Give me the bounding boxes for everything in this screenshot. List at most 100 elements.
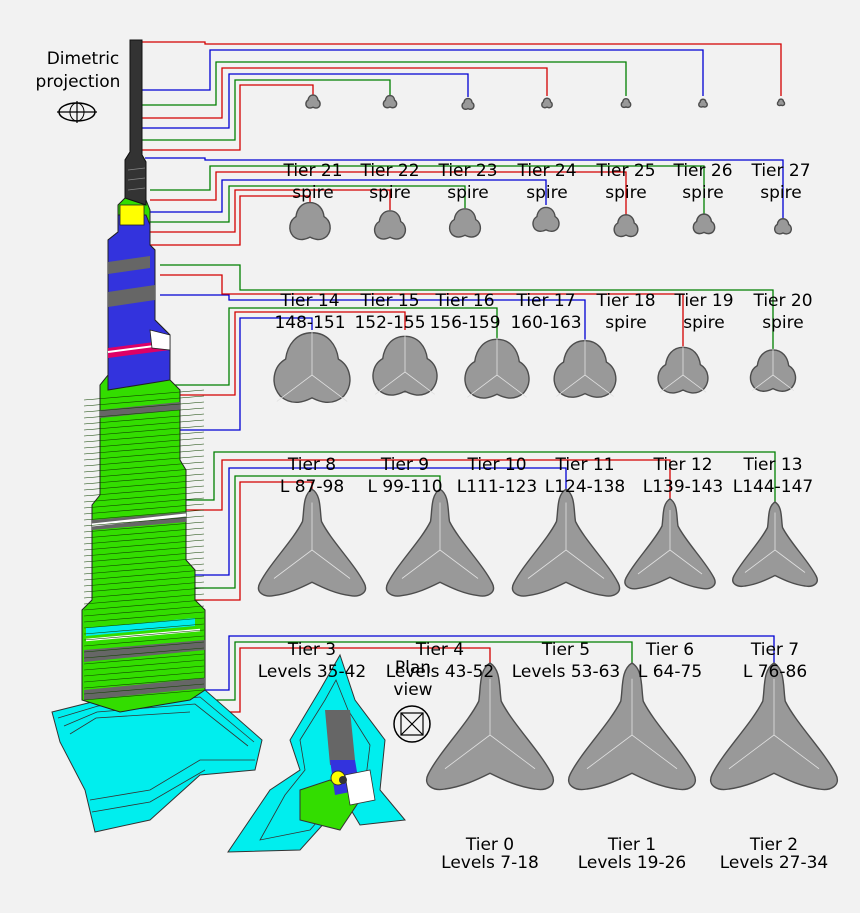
tier-6: Tier 6L 64-75 [624,497,716,682]
tower-floor-line [83,677,205,689]
tower-floor-line [83,491,205,503]
tower-floor-line [83,515,205,527]
tower-floor-line [83,545,205,557]
tier-23-range: spire [447,183,488,203]
tier-0-axes [444,678,536,770]
tower-floor-line [83,467,205,479]
tower-floor-line [83,563,205,575]
tier-17-range: 160-163 [510,313,581,333]
tier-11-range: L124-138 [545,477,626,497]
tier-10-range: L111-123 [457,477,538,497]
tower-floor-line [83,689,205,701]
tower-floor-line [83,629,205,641]
leader-line-tier-17 [150,179,547,213]
tower-floor-line [83,575,205,587]
tier-13-axes [751,348,795,391]
tower-floor-line [83,587,205,599]
plan-view-title-line-2: view [393,680,432,700]
tower-floor-line [83,653,205,665]
tier-3-name: Tier 3 [287,640,336,660]
tower-floor-line [83,647,205,659]
tier-24-name: Tier 24 [516,161,576,181]
tier-20-plan-shape [774,218,792,235]
tier-2-range: Levels 27-34 [720,853,829,873]
tier-10-name: Tier 10 [466,455,526,475]
leader-line-tier-13 [160,264,774,350]
tower-floor-line [83,407,205,419]
tier-11-name: Tier 11 [554,455,614,475]
tower-floor-line [83,671,205,683]
tower-floor-line [83,509,205,521]
tier-20-name: Tier 20 [752,291,812,311]
tower-floor-line [83,497,205,509]
tier-26-name: Tier 26 [672,161,732,181]
tier-9-axes [375,334,435,395]
tier-1-axes [586,678,678,770]
tower-floor-line [83,623,205,635]
tower-floor-line [83,485,205,497]
tier-23-name: Tier 23 [437,161,497,181]
tower-floor-line [83,455,205,467]
tier-5-axes [527,502,605,579]
tier-27-plan-shape [776,98,786,107]
tower-floor-line [83,617,205,629]
tier-7-axes [744,512,806,573]
leader-line-tier-2 [205,635,775,691]
tower-floor-line [83,395,205,407]
tower-floor-line [83,425,205,437]
leader-line-tier-10 [175,307,498,386]
tower-floor-line [83,389,205,401]
tier-14-plan-shape [289,201,331,241]
tier-3-axes [273,502,351,579]
tower-floor-line [83,473,205,485]
tier-18-name: Tier 18 [595,291,655,311]
tier-6-axes [637,509,703,575]
tier-17-name: Tier 17 [515,291,575,311]
leader-line-tier-16 [150,185,466,223]
tier-1-range: Levels 19-26 [578,853,687,873]
leader-line-tier-8 [175,317,313,431]
tower-floor-line [83,443,205,455]
tier-9-range: L 99-110 [367,477,442,497]
tower-floor-line [83,659,205,671]
tier-16-plan-shape [448,208,482,238]
leader-line-tier-22 [142,79,391,141]
tier-22-plan-shape [382,94,398,109]
leader-line-tier-24 [142,67,548,119]
tower-floor-line [83,449,205,461]
tower-floor-line [83,599,205,611]
tower-floor-line [83,533,205,545]
tier-11-axes [556,339,614,397]
tier-23-plan-shape [461,97,475,110]
tier-14-name: Tier 14 [279,291,339,311]
tier-18-plan-shape [613,214,639,238]
leader-line-tier-1 [205,641,633,701]
projection-title-line-2: projection [36,72,121,92]
tier-2-name: Tier 2 [749,835,798,855]
tier-20-range: spire [762,313,803,333]
tier-13-range: L144-147 [733,477,814,497]
leader-line-tier-3 [190,481,313,601]
projection-title-line-1: Dimetric [47,49,120,69]
tier-7: Tier 7L 76-86 [732,501,818,682]
tower-floor-line [83,527,205,539]
tier-21-plan-shape [305,94,321,109]
tier-6-range: L 64-75 [638,662,702,682]
leader-line-tier-12 [160,274,684,348]
tier-25-range: spire [605,183,646,203]
tower-floor-line [83,521,205,533]
leader-line-tier-9 [175,311,406,396]
tier-2-axes [728,678,820,770]
